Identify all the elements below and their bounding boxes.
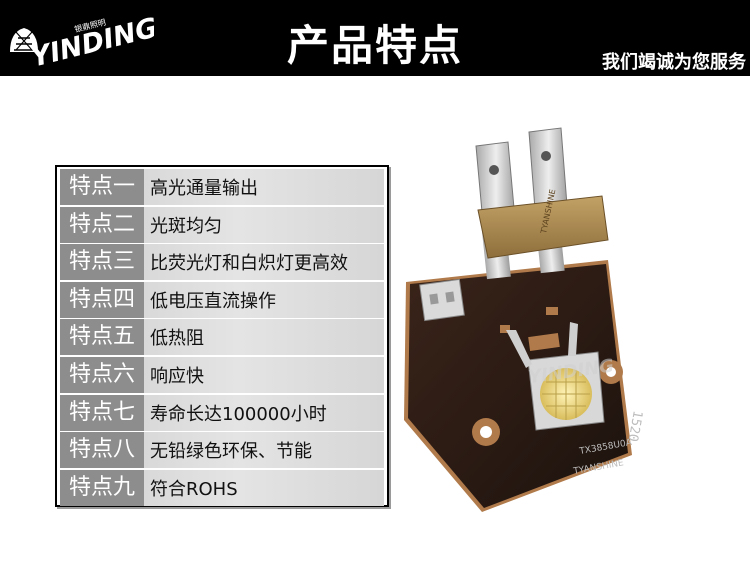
feature-text: 响应快 [150, 365, 204, 387]
feature-row: 特点二 光斑均匀 [60, 206, 384, 243]
board-number: 1520 [625, 409, 645, 442]
feature-text: 光斑均匀 [150, 215, 222, 237]
feature-label: 特点二 [60, 206, 144, 243]
connector-block: TYANSHINE [477, 188, 609, 259]
feature-label: 特点八 [60, 432, 144, 469]
feature-row: 特点六 响应快 [60, 356, 384, 393]
slogan: 我们竭诚为您服务 [602, 52, 746, 73]
feature-row: 特点一 高光通量输出 [60, 169, 384, 205]
feature-label: 特点三 [60, 244, 144, 281]
feature-row: 特点九 符合ROHS [60, 469, 384, 506]
feature-text: 无铅绿色环保、节能 [150, 441, 312, 463]
led-module-image: TYANSHINE YINDING TX3858U0A TYANSHINE 15… [396, 110, 656, 520]
feature-text: 比荧光灯和白炽灯更高效 [150, 253, 348, 275]
header-bar: YINDING 银鼎照明 产品特点 我们竭诚为您服务 [0, 0, 750, 76]
led-package [506, 322, 605, 431]
bell-icon [10, 28, 38, 52]
feature-label: 特点一 [60, 169, 144, 205]
feature-label: 特点七 [60, 394, 144, 431]
feature-row: 特点五 低热阻 [60, 319, 384, 356]
feature-row: 特点七 寿命长达100000小时 [60, 394, 384, 431]
feature-label: 特点四 [60, 281, 144, 318]
feature-row: 特点四 低电压直流操作 [60, 281, 384, 318]
feature-text: 低电压直流操作 [150, 290, 276, 312]
feature-text: 寿命长达100000小时 [150, 403, 327, 425]
feature-label: 特点六 [60, 356, 144, 393]
feature-row: 特点八 无铅绿色环保、节能 [60, 432, 384, 469]
feature-text: 符合ROHS [150, 478, 238, 500]
feature-text: 高光通量输出 [150, 178, 258, 199]
small-connector [419, 278, 465, 322]
feature-row: 特点三 比荧光灯和白炽灯更高效 [60, 244, 384, 281]
features-list: 特点一 高光通量输出 特点二 光斑均匀 特点三 比荧光灯和白炽灯更高效 特点四 … [55, 165, 389, 507]
page-title: 产品特点 [286, 21, 463, 70]
feature-label: 特点九 [60, 469, 144, 506]
yinding-logo: YINDING 银鼎照明 [4, 6, 154, 68]
feature-label: 特点五 [60, 319, 144, 356]
feature-text: 低热阻 [150, 328, 204, 350]
